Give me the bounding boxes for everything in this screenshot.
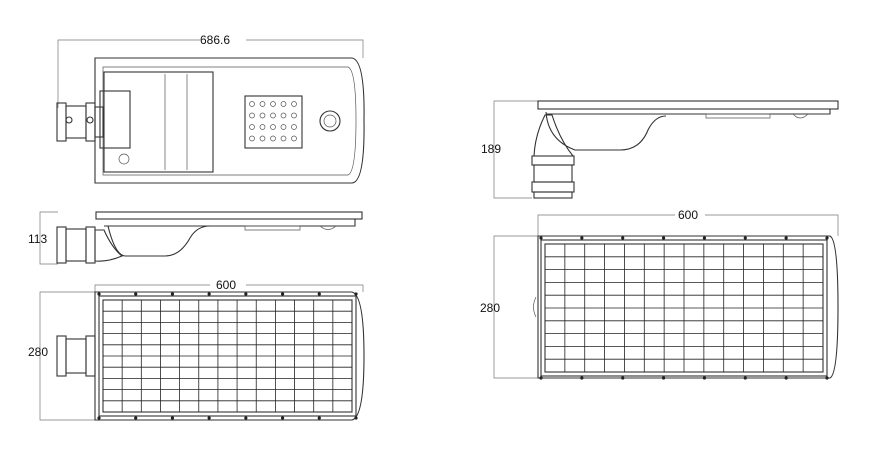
led-dot [249,101,255,107]
led-dot [291,101,297,107]
screw-dot [539,236,543,240]
screw-dot [170,292,175,296]
led-dot [270,112,276,119]
screw-dot [621,236,625,240]
screw-dot [354,416,358,420]
side-view: 113 [28,211,363,265]
led-dot [280,124,287,130]
solar-grid-left [97,292,358,420]
screw-dot [280,292,285,296]
screw-dot [317,292,321,296]
screw-dot [621,376,625,380]
side-view-right: 189 [481,100,839,199]
panel-frame-inner [98,295,357,417]
led-dot [259,112,266,119]
led-board [244,95,303,149]
led-dot [249,124,255,130]
led-dot [291,112,297,119]
dimension-side-height: 113 [28,232,47,246]
screw-dot [661,236,666,240]
dimension-panel-length: 600 [216,278,236,292]
screw-dot [244,292,248,296]
led-dot [280,101,287,107]
screw-dot [580,376,584,380]
screw-dot [702,376,707,380]
screw-dot [97,292,101,296]
led-dot [270,101,276,107]
screw-dot [702,236,707,240]
led-dot [280,135,287,142]
screw-dot [354,292,358,296]
screw-dot [134,416,138,420]
dimension-right-height: 189 [481,142,501,156]
dimension-right-length: 600 [678,208,698,222]
pole-adapter [56,102,104,142]
screw-dot [825,376,829,380]
panel-view-left: 600 280 [28,278,365,421]
led-module [244,95,303,149]
screw-dot [580,236,584,240]
screw-dot [743,376,747,380]
mount-bracket [99,90,131,149]
panel-view-right: 600 280 [480,208,839,380]
screw-dot [539,376,543,380]
screw-dot [784,236,788,240]
screw-dot [661,376,666,380]
led-dot [291,135,297,142]
screw-dot [170,416,175,420]
dimension-right-width: 280 [480,301,500,315]
sensor [319,110,341,132]
screw-dot [825,236,829,240]
led-dot [291,124,297,130]
screw-dot [743,236,747,240]
screw-dot [317,416,321,420]
panel-frame-inner [540,239,828,377]
led-dot [259,101,266,107]
led-dot [249,135,255,142]
dimension-panel-width: 280 [28,345,48,359]
screw-dot [280,416,285,420]
screw-dot [97,416,101,420]
led-dot [280,112,287,119]
solar-grid-right [539,236,829,380]
led-dot [259,124,266,130]
screw-dot [207,292,211,296]
led-dot [259,135,266,142]
dimension-top-length: 686.6 [200,33,230,47]
led-dot [249,112,255,119]
led-dot [270,124,276,130]
screw-dot [134,292,138,296]
screw-dot [244,416,248,420]
screw-dot [207,416,211,420]
led-dot [270,135,276,142]
top-view: 686.6 [56,33,365,184]
screw-dot [784,376,788,380]
